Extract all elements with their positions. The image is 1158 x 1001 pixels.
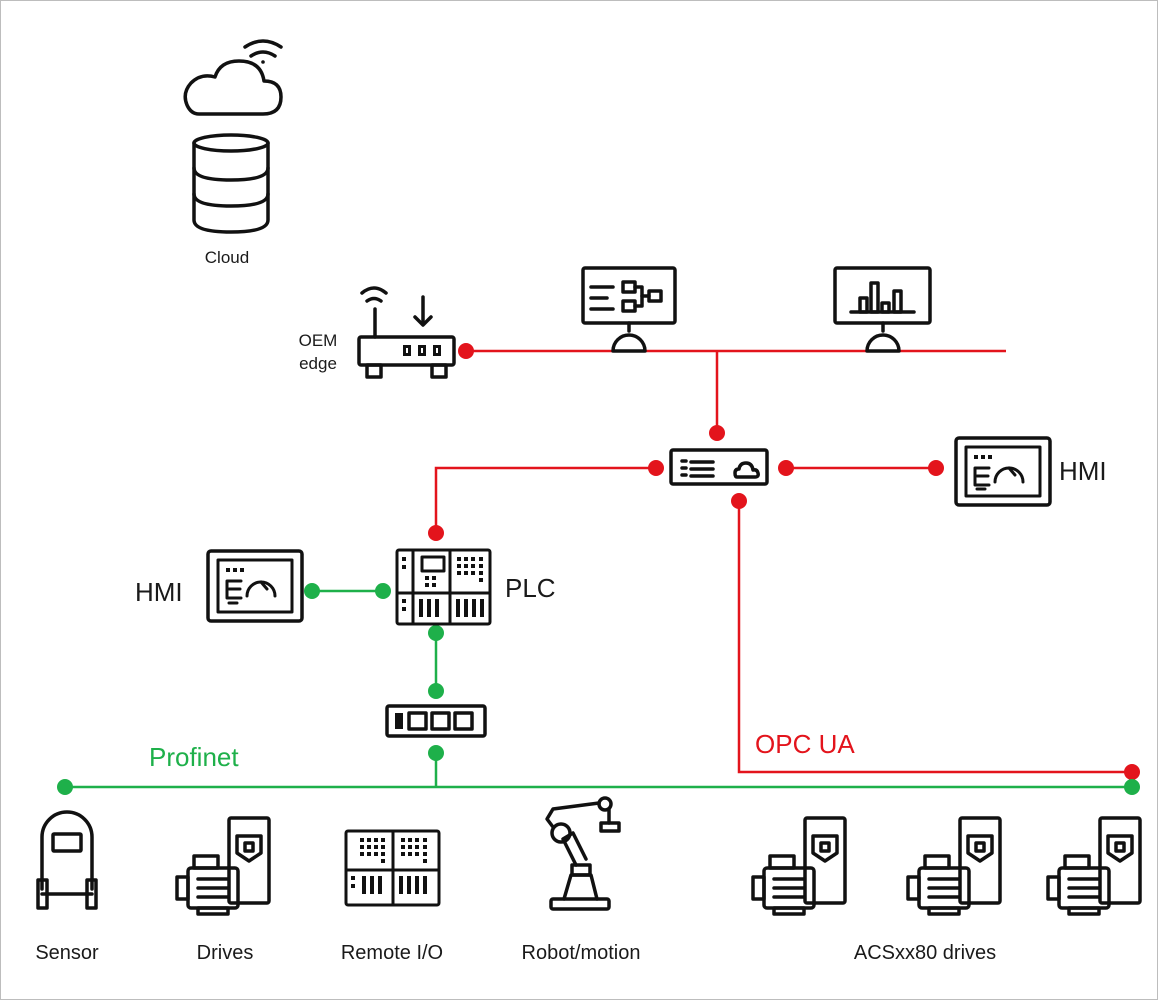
robot-node: Robot/motion [522, 796, 641, 964]
remote-io-label: Remote I/O [341, 942, 443, 964]
sensor-node: Sensor [35, 810, 99, 964]
oem-edge-label-line2: edge [299, 354, 337, 373]
drives-node: Drives [175, 816, 271, 964]
cloud-node: Cloud [183, 39, 283, 267]
wifi-icon [243, 39, 283, 64]
robot-motion-label: Robot/motion [522, 942, 641, 964]
cloud-icon [183, 59, 283, 116]
drive-motor-icon [906, 816, 1002, 916]
remote-io-node: Remote I/O [341, 829, 443, 964]
drive-motor-icon [751, 816, 847, 916]
acs-drives-label: ACSxx80 drives [854, 942, 996, 964]
oem-edge-node: OEM edge [299, 286, 456, 379]
plc-node: PLC [395, 548, 556, 626]
hmi-panel-icon [206, 549, 304, 623]
process-monitor-icon [581, 266, 677, 353]
opc-ua-label: OPC UA [755, 729, 855, 759]
drive-motor-icon [175, 816, 271, 916]
opc-ua-network [434, 349, 1132, 774]
hmi-panel-icon [954, 436, 1052, 507]
hmi-right-node: HMI [954, 436, 1107, 507]
drives-label: Drives [197, 942, 254, 964]
profinet-connection-dots [57, 583, 1140, 795]
acs-drives-node: ACSxx80 drives [751, 816, 1142, 964]
database-icon [192, 133, 270, 234]
gateway-icon [669, 448, 769, 486]
oem-edge-label-line1: OEM [299, 331, 338, 350]
remote-io-icon [344, 829, 441, 907]
analytics-monitor-icon [833, 266, 932, 353]
sensor-icon [36, 810, 98, 910]
opc-ua-connection-dots [428, 343, 1140, 780]
io-module-icon [385, 704, 487, 738]
drive-motor-icon [1046, 816, 1142, 916]
hmi-right-label: HMI [1059, 456, 1107, 486]
hmi-left-node: HMI [135, 549, 304, 623]
robot-arm-icon [545, 796, 621, 911]
cloud-label: Cloud [205, 248, 249, 267]
plc-label: PLC [505, 573, 556, 603]
sensor-label: Sensor [35, 942, 99, 964]
router-icon [357, 286, 456, 379]
plc-icon [395, 548, 492, 626]
hmi-left-label: HMI [135, 577, 183, 607]
profinet-label: Profinet [149, 742, 239, 772]
